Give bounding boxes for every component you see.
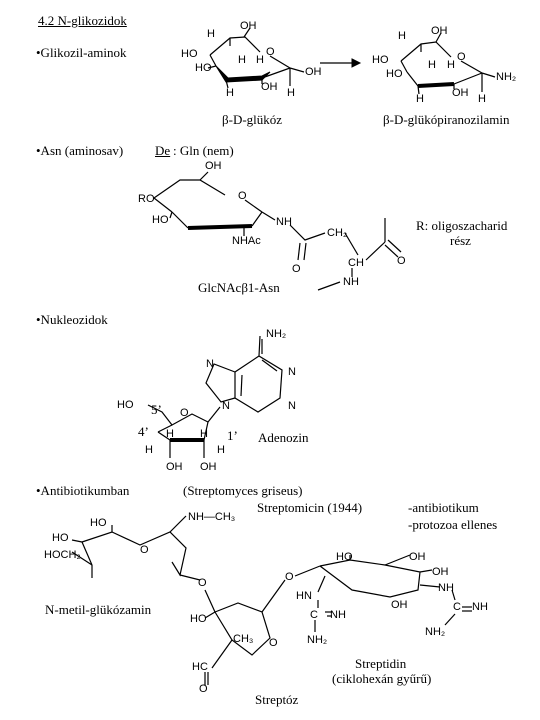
atom-label: OH	[431, 25, 448, 37]
atom-label: CH	[348, 257, 364, 269]
r-note-2: rész	[450, 233, 471, 248]
atom-label: N	[222, 400, 230, 412]
atom-label: H	[447, 59, 455, 71]
atom-label: O	[457, 51, 466, 63]
atom-label: HO	[117, 399, 134, 411]
atom-label: HOCH₂	[44, 549, 81, 561]
atom-label: OH	[166, 461, 183, 473]
atom-label: O	[285, 571, 294, 583]
atom-label: H	[226, 87, 234, 99]
note-protozoa: -protozoa ellenes	[408, 517, 498, 532]
glcnac-asn-structure	[153, 171, 402, 291]
atom-label: N	[288, 366, 296, 378]
atom-label: O	[140, 544, 149, 556]
atom-label: H	[287, 87, 295, 99]
glucopyranosylamine-caption: β-D-glükópiranozilamin	[383, 112, 510, 127]
atom-label: N	[288, 400, 296, 412]
atom-label: O	[198, 577, 207, 589]
atom-label: H	[207, 28, 215, 40]
glucose-caption: β-D-glükóz	[222, 112, 283, 127]
atom-label: O	[238, 190, 247, 202]
ciklohexan-caption: (ciklohexán gyűrű)	[332, 671, 432, 686]
atom-label: N	[206, 358, 214, 370]
streptomycin-structure	[71, 515, 472, 685]
n-metil-caption: N-metil-glükózamin	[45, 602, 152, 617]
atom-label: OH	[305, 66, 322, 78]
asn-heading: •Asn (aminosav)	[36, 143, 124, 158]
atom-label: H	[217, 444, 225, 456]
atom-label: HC	[192, 661, 208, 673]
glucopyranosylamine-structure	[400, 32, 496, 95]
atom-label: NH₂	[307, 634, 328, 646]
atom-label: NH₂	[425, 626, 446, 638]
glikozil-heading: •Glikozil-aminok	[36, 45, 127, 60]
atom-label: H	[145, 444, 153, 456]
atom-label: HO	[372, 54, 389, 66]
atom-label: H	[238, 54, 246, 66]
asn-de: De	[155, 143, 171, 158]
atom-label: O	[269, 637, 278, 649]
atom-label: OH	[409, 551, 426, 563]
atom-label: NH	[276, 216, 292, 228]
atom-label: OH	[432, 566, 449, 578]
atom-label: O	[266, 46, 275, 58]
adenosine-structure	[147, 335, 283, 458]
atom-label: O	[180, 407, 189, 419]
atom-label: C	[453, 601, 461, 613]
atom-label: HO	[90, 517, 107, 529]
glcnac-asn-caption: GlcNAcβ1-Asn	[198, 280, 280, 295]
antibio-heading: •Antibiotikumban	[36, 483, 130, 498]
atom-label: H	[416, 93, 424, 105]
atom-label: HO	[181, 48, 198, 60]
atom-label: NH	[438, 582, 454, 594]
adenozin-caption: Adenozin	[258, 430, 309, 445]
atom-label: NH	[472, 601, 488, 613]
atom-label: NH₂	[266, 328, 287, 340]
asn-de-rest: : Gln (nem)	[173, 143, 234, 158]
atom-label: C	[310, 609, 318, 621]
atom-label: NH₂	[496, 71, 517, 83]
atom-label: CH₃	[233, 633, 254, 645]
atom-label: H	[166, 428, 174, 440]
atom-label: O	[292, 263, 301, 275]
atom-label: O	[397, 255, 406, 267]
note-antibiotikum: -antibiotikum	[408, 500, 479, 515]
atom-label: CH₂	[327, 227, 348, 239]
streptoz-caption: Streptóz	[255, 692, 299, 707]
atom-label: OH	[261, 81, 278, 93]
atom-label: OH	[452, 87, 469, 99]
atom-label: NH	[330, 609, 346, 621]
atom-label: OH	[205, 160, 222, 172]
streptomicin-name: Streptomicin (1944)	[257, 500, 363, 515]
atom-label: H	[256, 54, 264, 66]
atom-label: HO	[190, 613, 207, 625]
atom-label: O	[199, 683, 208, 695]
atom-label: H	[428, 59, 436, 71]
r-note-1: R: oligoszacharid	[416, 218, 508, 233]
atom-label: H	[398, 30, 406, 42]
atom-label: NHAc	[232, 235, 261, 247]
atom-label: NH—CH₃	[188, 511, 236, 523]
atom-label: HO	[152, 214, 169, 226]
atom-label: H	[478, 93, 486, 105]
glucose-structure	[207, 27, 305, 89]
atom-label: HO	[195, 62, 212, 74]
atom-label: 1’	[227, 428, 238, 443]
atom-label: OH	[391, 599, 408, 611]
atom-label: RO	[138, 193, 155, 205]
atom-label: OH	[200, 461, 217, 473]
atom-label: HN	[296, 590, 312, 602]
streptidin-caption: Streptidin	[355, 656, 407, 671]
atom-label: HO	[386, 68, 403, 80]
page-title: 4.2 N-glikozidok	[38, 13, 127, 28]
atom-label: HO	[52, 532, 69, 544]
atom-label: OH	[240, 20, 257, 32]
nukleo-heading: •Nukleozidok	[36, 312, 108, 327]
atom-label: NH	[343, 276, 359, 288]
atom-label: H	[200, 428, 208, 440]
organism-name: (Streptomyces griseus)	[183, 483, 303, 498]
atom-label: 4’	[138, 424, 149, 439]
